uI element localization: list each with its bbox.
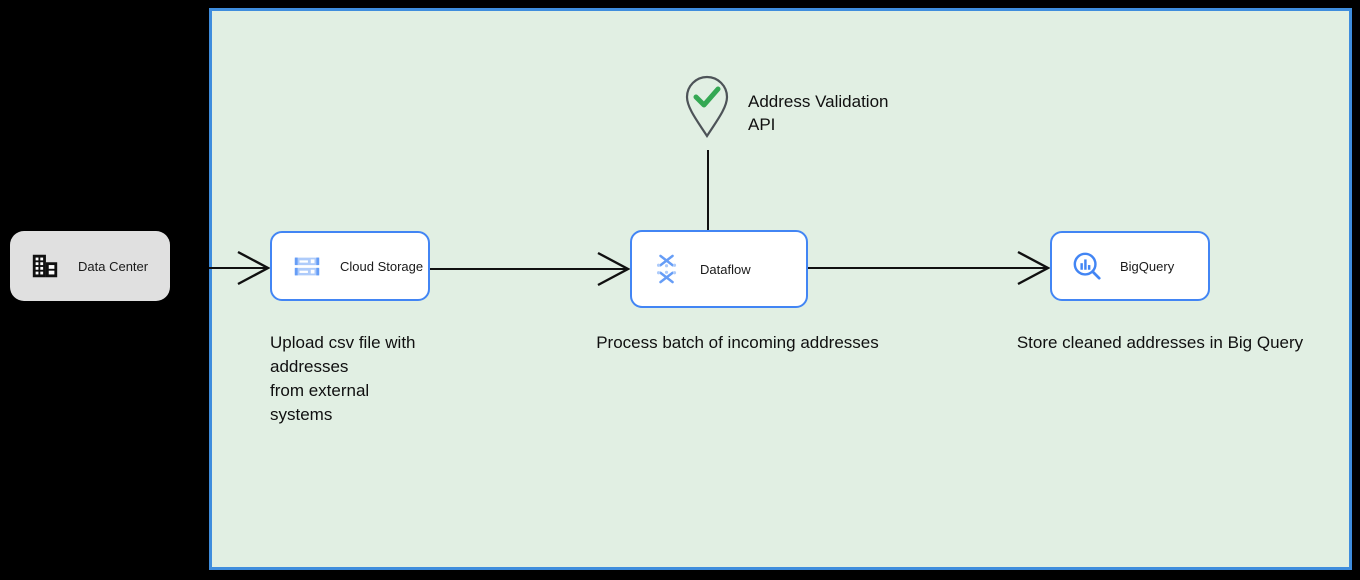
node-dataflow-label: Dataflow bbox=[700, 261, 751, 277]
caption-upload: Upload csv file with addresses from exte… bbox=[270, 333, 416, 424]
data-center-icon bbox=[28, 249, 62, 283]
node-data-center[interactable]: Data Center bbox=[10, 231, 170, 301]
caption-store: Store cleaned addresses in Big Query bbox=[1016, 333, 1304, 352]
node-bigquery[interactable]: BigQuery bbox=[1050, 231, 1210, 301]
node-dataflow[interactable]: Dataflow bbox=[630, 230, 808, 308]
node-bigquery-label: BigQuery bbox=[1120, 258, 1175, 274]
caption-process: Process batch of incoming addresses bbox=[596, 333, 879, 352]
node-cloud-storage[interactable]: Cloud Storage bbox=[270, 231, 430, 301]
address-validation-api-label: Address Validation API bbox=[748, 92, 889, 134]
map-pin-check-icon bbox=[684, 74, 730, 152]
cloud-storage-icon bbox=[290, 249, 324, 283]
node-data-center-label: Data Center bbox=[78, 258, 149, 274]
bigquery-icon bbox=[1070, 249, 1104, 283]
dataflow-icon bbox=[650, 252, 684, 286]
node-cloud-storage-label: Cloud Storage bbox=[340, 258, 424, 274]
